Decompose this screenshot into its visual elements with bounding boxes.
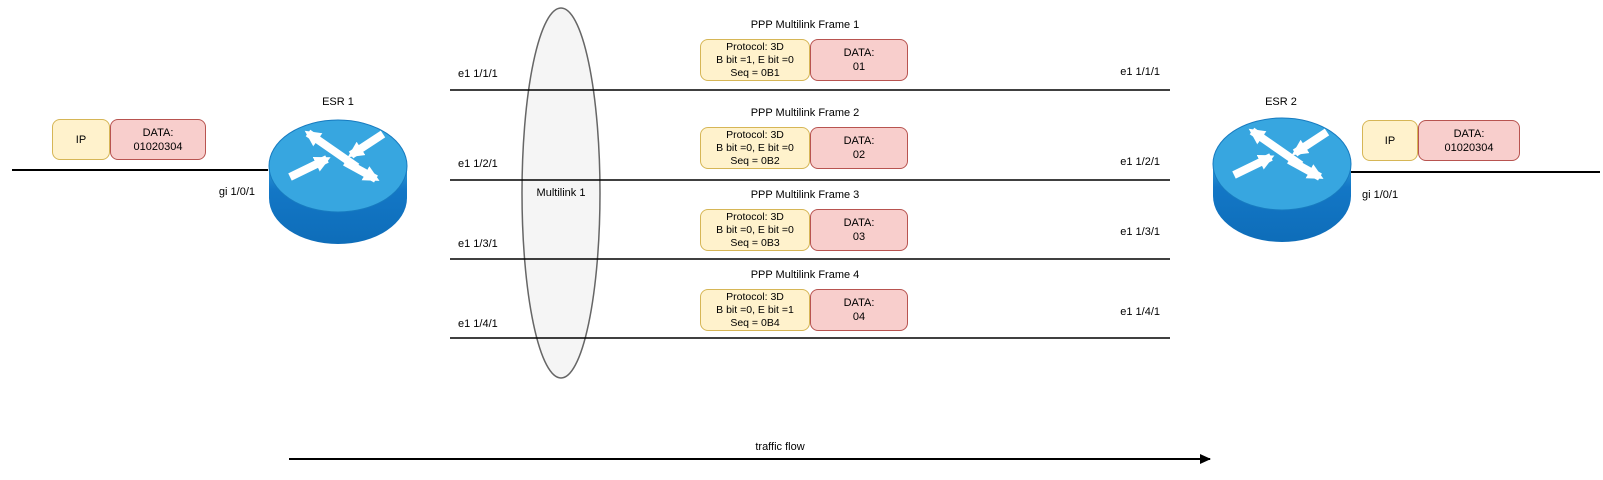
frame-protocol-4: Protocol: 3D — [726, 290, 784, 303]
data-label-left: DATA: — [142, 126, 174, 139]
frame-data-box-2: DATA: 02 — [810, 127, 908, 169]
frame-data-box-1: DATA: 01 — [810, 39, 908, 81]
frame-bits-3: B bit =0, E bit =0 — [716, 223, 794, 236]
frame-protocol-3: Protocol: 3D — [726, 210, 784, 223]
frame-title-2: PPP Multilink Frame 2 — [750, 107, 860, 119]
frame-seq-3: Seq = 0B3 — [730, 236, 780, 249]
frame-seq-1: Seq = 0B1 — [730, 66, 780, 79]
frame-data-label-4: DATA: — [843, 297, 875, 309]
router-icon-esr2 — [1213, 118, 1351, 242]
frame-seq-2: Seq = 0B2 — [730, 154, 780, 167]
router-label-esr2: ESR 2 — [1265, 96, 1297, 108]
link-label-left-3: e1 1/3/1 — [458, 238, 498, 250]
link-label-right-1: e1 1/1/1 — [1120, 66, 1160, 78]
data-value-left: 01020304 — [133, 140, 183, 153]
frame-seq-4: Seq = 0B4 — [730, 316, 780, 329]
link-label-left-4: e1 1/4/1 — [458, 318, 498, 330]
ip-packet-header-left: IP — [52, 119, 110, 160]
frame-title-3: PPP Multilink Frame 3 — [750, 189, 860, 201]
multilink-label: Multilink 1 — [536, 187, 586, 199]
ip-packet-header-right: IP — [1362, 120, 1418, 161]
frame-header-box-3: Protocol: 3D B bit =0, E bit =0 Seq = 0B… — [700, 209, 810, 251]
frame-data-label-2: DATA: — [843, 135, 875, 147]
ip-label-left: IP — [75, 133, 87, 146]
frame-header-box-2: Protocol: 3D B bit =0, E bit =0 Seq = 0B… — [700, 127, 810, 169]
router-icon-esr1 — [269, 120, 407, 244]
frame-data-box-3: DATA: 03 — [810, 209, 908, 251]
router-label-esr1: ESR 1 — [322, 96, 354, 108]
multilink-ellipse — [521, 7, 601, 379]
frame-data-label-1: DATA: — [843, 47, 875, 59]
frame-data-value-2: 02 — [852, 149, 866, 161]
frame-header-box-1: Protocol: 3D B bit =1, E bit =0 Seq = 0B… — [700, 39, 810, 81]
frame-data-value-1: 01 — [852, 61, 866, 73]
frame-data-label-3: DATA: — [843, 217, 875, 229]
ip-label-right: IP — [1384, 134, 1396, 147]
frame-title-4: PPP Multilink Frame 4 — [750, 269, 860, 281]
frame-protocol-2: Protocol: 3D — [726, 128, 784, 141]
frame-data-value-4: 04 — [852, 311, 866, 323]
link-label-left-1: e1 1/1/1 — [458, 68, 498, 80]
frame-data-box-4: DATA: 04 — [810, 289, 908, 331]
link-label-right-2: e1 1/2/1 — [1120, 156, 1160, 168]
frame-protocol-1: Protocol: 3D — [726, 40, 784, 53]
gi-interface-label-right: gi 1/0/1 — [1362, 189, 1399, 201]
frame-bits-4: B bit =0, E bit =1 — [716, 303, 794, 316]
frame-data-value-3: 03 — [852, 231, 866, 243]
gi-interface-label-left: gi 1/0/1 — [218, 186, 255, 198]
ip-packet-data-right: DATA: 01020304 — [1418, 120, 1520, 161]
ip-packet-data-left: DATA: 01020304 — [110, 119, 206, 160]
link-label-right-4: e1 1/4/1 — [1120, 306, 1160, 318]
frame-header-box-4: Protocol: 3D B bit =0, E bit =1 Seq = 0B… — [700, 289, 810, 331]
frame-title-1: PPP Multilink Frame 1 — [750, 19, 860, 31]
traffic-flow-label: traffic flow — [755, 441, 805, 453]
link-label-right-3: e1 1/3/1 — [1120, 226, 1160, 238]
frame-bits-2: B bit =0, E bit =0 — [716, 141, 794, 154]
frame-bits-1: B bit =1, E bit =0 — [716, 53, 794, 66]
data-label-right: DATA: — [1453, 127, 1485, 140]
data-value-right: 01020304 — [1444, 141, 1494, 154]
link-label-left-2: e1 1/2/1 — [458, 158, 498, 170]
